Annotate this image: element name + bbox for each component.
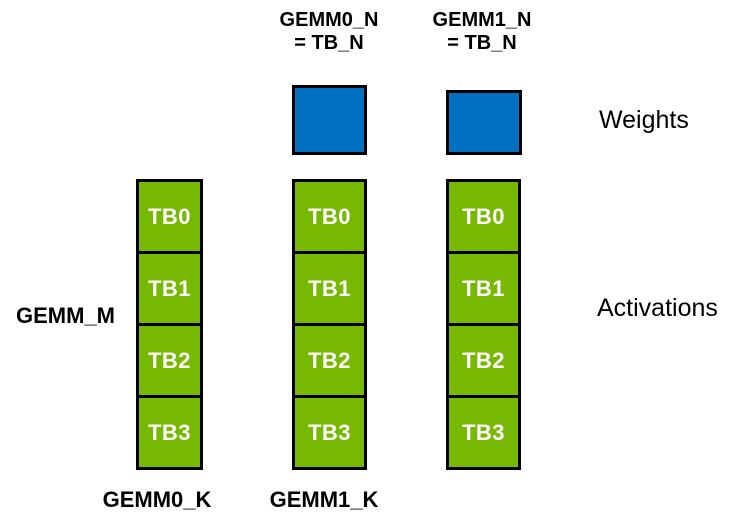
tb-cell-label: TB2 — [147, 347, 192, 373]
gemm1-n-title-line1: GEMM1_N — [432, 9, 532, 31]
weights-block-gemm0 — [292, 85, 367, 155]
tb-cell-label: TB1 — [147, 275, 192, 301]
tb-cell: TB0 — [295, 182, 364, 251]
tb-cell-label: TB1 — [307, 275, 352, 301]
gemm1-k-label: GEMM1_K — [269, 487, 379, 512]
activations-label: Activations — [597, 294, 718, 322]
tb-cell: TB3 — [139, 398, 200, 467]
activations-column-right: TB0 TB1 TB2 TB3 — [446, 179, 521, 470]
activations-column-gemm0: TB0 TB1 TB2 TB3 — [136, 179, 203, 470]
tb-cell: TB1 — [449, 254, 518, 323]
gemm0-n-title-line1: GEMM0_N — [279, 9, 379, 31]
weights-block-gemm1 — [446, 90, 522, 155]
tb-cell-label: TB3 — [461, 419, 506, 445]
tb-cell: TB3 — [295, 398, 364, 467]
gemm1-n-title: GEMM1_N = TB_N — [412, 9, 552, 55]
gemm0-k-label: GEMM0_K — [102, 487, 212, 512]
tb-cell-label: TB3 — [147, 419, 192, 445]
tb-cell-label: TB2 — [461, 347, 506, 373]
tb-cell-label: TB0 — [307, 203, 352, 229]
tb-cell-label: TB0 — [147, 203, 192, 229]
tb-cell: TB0 — [449, 182, 518, 251]
tb-cell: TB2 — [139, 326, 200, 395]
tb-cell-label: TB0 — [461, 203, 506, 229]
tb-cell: TB3 — [449, 398, 518, 467]
tb-cell: TB2 — [449, 326, 518, 395]
tb-cell: TB1 — [295, 254, 364, 323]
tb-cell: TB1 — [139, 254, 200, 323]
weights-label: Weights — [599, 106, 689, 134]
gemm-m-label: GEMM_M — [16, 303, 115, 328]
activations-column-gemm1: TB0 TB1 TB2 TB3 — [292, 179, 367, 470]
tb-cell-label: TB3 — [307, 419, 352, 445]
tb-cell: TB0 — [139, 182, 200, 251]
gemm0-n-title-line2: = TB_N — [294, 32, 364, 54]
gemm1-n-title-line2: = TB_N — [447, 32, 517, 54]
gemm0-n-title: GEMM0_N = TB_N — [259, 9, 399, 55]
tb-cell-label: TB1 — [461, 275, 506, 301]
tb-cell-label: TB2 — [307, 347, 352, 373]
tb-cell: TB2 — [295, 326, 364, 395]
